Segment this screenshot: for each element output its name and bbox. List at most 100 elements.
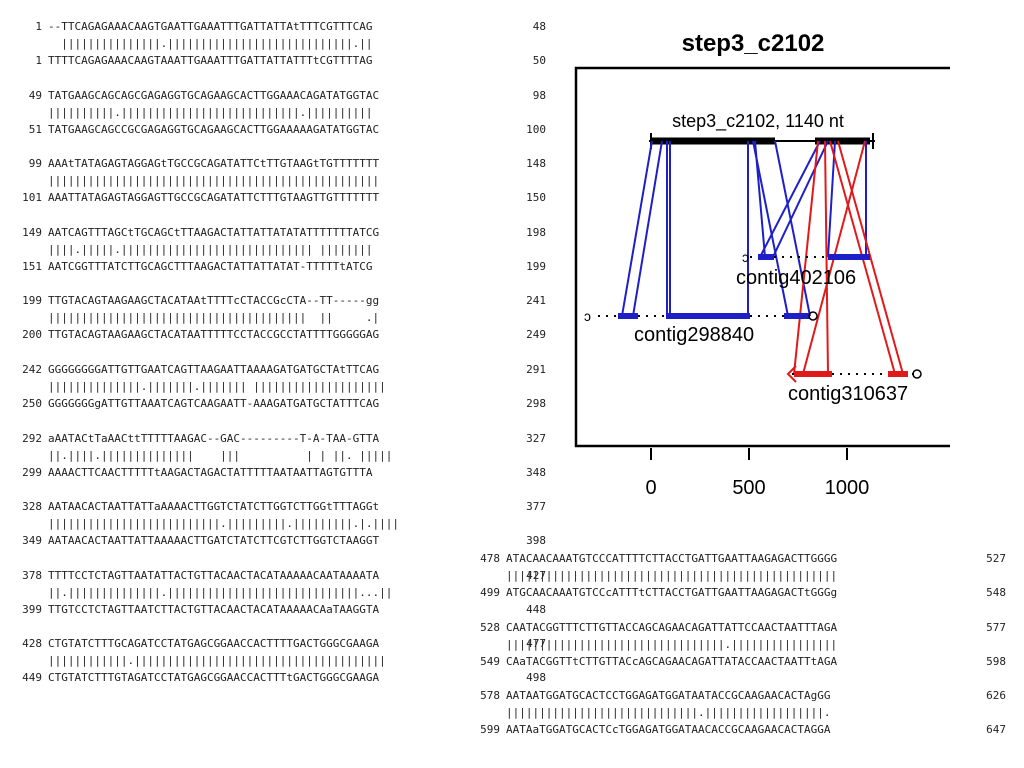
- sequence-text: AATCAGTTTAGCtTGCAGCtTTAAGACTATTATTATATAT…: [48, 225, 380, 239]
- position-start: 292: [22, 431, 42, 445]
- position-end: 327: [526, 431, 546, 445]
- position-start: 549: [480, 654, 500, 668]
- sequence-text: --TTCAGAGAAACAAGTGAATTGAAATTTGATTATTAtTT…: [48, 20, 373, 33]
- plot-frame: [574, 66, 950, 448]
- position-end: 98: [532, 88, 546, 102]
- position-start: 578: [480, 689, 500, 703]
- position-start: 528: [480, 620, 500, 634]
- position-end: 647: [986, 723, 1006, 737]
- position-start: 101: [22, 191, 42, 205]
- sequence-text: CAATACGGTTTCTTGTTACCAGCAGAACAGATTATTCCAA…: [506, 620, 838, 634]
- sequence-text: TTGTACAGTAAGAAGCTACATAATTTTTCCTACCGCCTAT…: [48, 328, 380, 342]
- svg-text:ɔ: ɔ: [742, 249, 749, 265]
- x-tick-label: 500: [732, 477, 765, 499]
- alignment-block-left: 1--TTCAGAGAAACAAGTGAATTGAAATTTGATTATTAtT…: [12, 18, 552, 718]
- match-line: ||||||||||||||||||||||||||||||||||||||||…: [474, 567, 1006, 584]
- position-end: 398: [526, 534, 546, 548]
- sequence-text: CTGTATCTTTGCAGATCCTATGAGCGGAACCACTTTTGAC…: [48, 637, 380, 651]
- position-end: 198: [526, 225, 546, 239]
- match-markers: |||||||||||||||.||||||||||||||||||||||||…: [48, 37, 373, 50]
- match-markers: ||||||||||||.|||||||||||||||||||||||||||…: [48, 654, 386, 668]
- sequence-text: ATGCAACAAATGTCCcATTTtCTTACCTGATTGAATTAAG…: [506, 586, 838, 599]
- sequence-line: 151 AATCGGTTTATCTTGCAGCTTTAAGACTATTATTATA…: [12, 258, 546, 275]
- sequence-text: AATAATGGATGCACTCCTGGAGATGGATAATACCGCAAGA…: [506, 689, 831, 703]
- diagram-title: step3_c2102: [682, 30, 825, 57]
- sequence-text: aAATACtTaAACttTTTTTAAGAC--GAC---------T-…: [48, 431, 380, 445]
- match-markers: ||||.|||||.|||||||||||||||||||||||||||||…: [48, 242, 373, 256]
- match-markers: ||||||||||.|||||||||||||||||||||||||||.|…: [48, 105, 373, 119]
- sequence-text: CAaTACGGTTtCTTGTTACcAGCAGAACAGATTATACCAA…: [506, 654, 838, 668]
- match-markers: ||||||||||||||.|||||||.||||||| |||||||||…: [48, 380, 386, 393]
- links-contig298840: [621, 140, 811, 317]
- match-line: ||||||||||||||||||||||||||||||||||||||||…: [12, 172, 546, 189]
- sequence-text: AAAACTTCAACTTTTTtAAGACTAGACTATTTTTAATAAT…: [48, 465, 373, 479]
- position-start: 200: [22, 328, 42, 342]
- match-markers: |||||||||||||||||||||||||||||||||.||||||…: [506, 637, 838, 651]
- position-start: 449: [22, 671, 42, 685]
- match-markers: |||||||||||||||||||||||||||||.||||||||||…: [506, 706, 831, 720]
- sequence-line: 528 CAATACGGTTTCTTGTTACCAGCAGAACAGATTATTC…: [474, 619, 1006, 636]
- sequence-line: 578 AATAATGGATGCACTCCTGGAGATGGATAATACCGCA…: [474, 687, 1006, 704]
- match-line: |||||||||||||||||||||||||||||||||.||||||…: [474, 636, 1006, 653]
- position-end: 548: [986, 586, 1006, 599]
- position-start: 51: [28, 122, 42, 136]
- position-start: 428: [22, 637, 42, 651]
- sequence-line: 49 TATGAAGCAGCAGCGAGAGGTGCAGAAGCACTTGGAAA…: [12, 87, 546, 104]
- position-start: 49: [28, 88, 42, 102]
- sequence-text: ATACAACAAATGTCCCATTTTCTTACCTGATTGAATTAAG…: [506, 552, 838, 565]
- match-line: ||.||||||||||||||.||||||||||||||||||||||…: [12, 584, 546, 601]
- position-end: 50: [532, 54, 546, 67]
- position-end: 577: [986, 620, 1006, 634]
- match-line: ||||.|||||.|||||||||||||||||||||||||||||…: [12, 241, 546, 258]
- match-line: ||||||||||||||.|||||||.||||||| |||||||||…: [12, 378, 546, 395]
- contig310637-track: contig310637: [786, 365, 922, 405]
- x-tick-label: 1000: [825, 477, 870, 499]
- position-end: 626: [986, 689, 1006, 703]
- contig310637-label: contig310637: [788, 383, 908, 405]
- position-end: 498: [526, 671, 546, 685]
- position-start: 328: [22, 500, 42, 514]
- position-start: 250: [22, 397, 42, 410]
- position-end: 199: [526, 259, 546, 273]
- match-line: ||||||||||||||||||||||||||||||||||||||| …: [12, 309, 546, 326]
- position-end: 348: [526, 465, 546, 479]
- sequence-text: TTTTCAGAGAAACAAGTAAATTGAAATTTGATTATTATTT…: [48, 54, 373, 67]
- match-markers: ||||||||||||||||||||||||||||||||||||||||…: [506, 569, 838, 582]
- sequence-text: TTGTACAGTAAGAAGCTACATAAtTTTTcCTACCGcCTA-…: [48, 294, 380, 308]
- match-line: ||||||||||.|||||||||||||||||||||||||||.|…: [12, 104, 546, 121]
- position-end: 527: [986, 552, 1006, 565]
- match-markers: ||||||||||||||||||||||||||||||||||||||| …: [48, 311, 380, 325]
- sequence-text: AATCGGTTTATCTTGCAGCTTTAAGACTATTATTATAT-T…: [48, 259, 373, 273]
- sequence-text: TATGAAGCAGCCGCGAGAGGTGCAGAAGCACTTGGAAAAA…: [48, 122, 380, 136]
- position-start: 378: [22, 568, 42, 582]
- contig298840-label: contig298840: [634, 324, 754, 346]
- match-markers: ||.||||.|||||||||||||| ||| | | ||. |||||: [48, 448, 393, 462]
- position-end: 377: [526, 500, 546, 514]
- match-line: ||||||||||||.|||||||||||||||||||||||||||…: [12, 652, 546, 669]
- contig402106-label: contig402106: [736, 267, 856, 289]
- contig298840-track: ɔ contig298840: [584, 308, 818, 346]
- position-start: 151: [22, 259, 42, 273]
- position-start: 99: [28, 157, 42, 171]
- position-end: 150: [526, 191, 546, 205]
- sequence-text: TATGAAGCAGCAGCGAGAGGTGCAGAAGCACTTGGAAACA…: [48, 88, 380, 102]
- match-markers: ||||||||||||||||||||||||||||||||||||||||…: [48, 174, 380, 188]
- position-end: 241: [526, 294, 546, 308]
- sequence-line: 549 CAaTACGGTTtCTTGTTACcAGCAGAACAGATTATAC…: [474, 653, 1006, 670]
- sequence-line: 1--TTCAGAGAAACAAGTGAATTGAAATTTGATTATTAtT…: [12, 18, 546, 35]
- contig-diagram: step3_c2102 step3_c2102, 1140 nt ɔ: [574, 30, 950, 499]
- position-end: 148: [526, 157, 546, 171]
